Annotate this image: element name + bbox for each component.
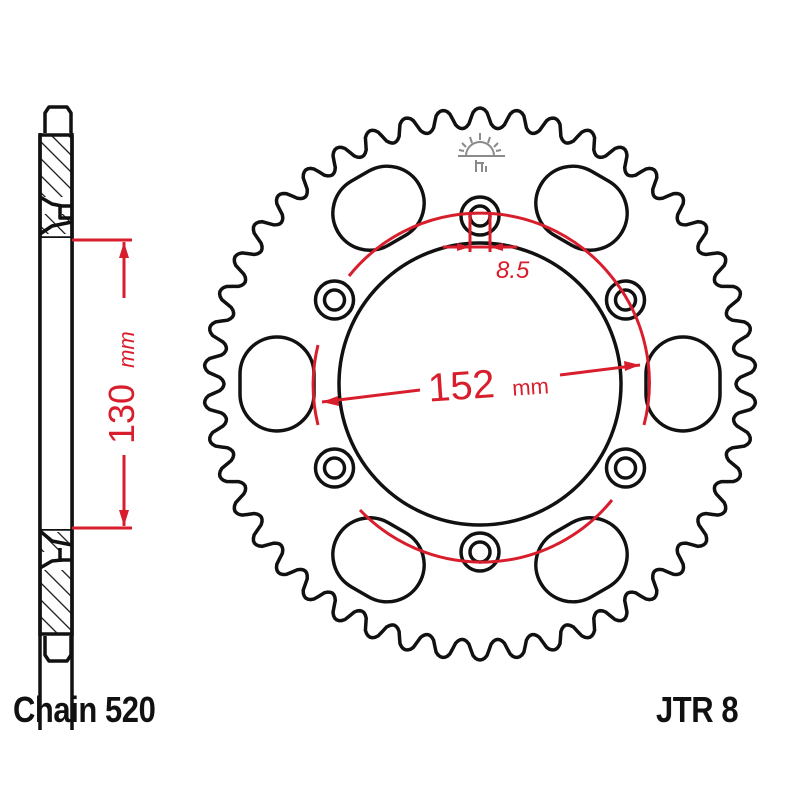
bolt-hole [322, 288, 347, 312]
lightening-slot [238, 335, 316, 433]
bolt-hole-dimension: 8.5 [443, 214, 530, 284]
hub-width-value: 130 mm [101, 331, 142, 444]
bolt-hole [468, 540, 492, 564]
lightening-slot [331, 164, 426, 252]
lightening-slot [534, 164, 629, 252]
bolt-hole [468, 204, 492, 228]
bolt-circle-dimension: 152 mm [311, 211, 651, 564]
sunrise-logo-icon [458, 133, 505, 172]
bolt-hole [613, 456, 638, 480]
lightening-slot [534, 516, 629, 604]
lightening-slot [644, 335, 722, 433]
bolt-hole [613, 288, 638, 312]
part-number-label: JTR 8 [656, 689, 739, 730]
bolt-hole [604, 447, 647, 489]
bolt-hole [459, 531, 501, 573]
hub-width-dimension: 130 mm [72, 238, 142, 530]
bolt-circle-value: 152 mm [427, 358, 550, 410]
bolt-hole [459, 195, 501, 237]
sprocket-teeth-outline [202, 106, 758, 662]
profile-top-tip [43, 105, 73, 133]
chain-size-label: Chain 520 [13, 689, 156, 730]
bolt-hole [322, 456, 347, 480]
lightening-slot [331, 516, 426, 604]
center-bore [337, 241, 623, 527]
side-profile-view [38, 105, 74, 730]
bolt-hole [604, 279, 647, 321]
bolt-hole [313, 279, 356, 321]
bolt-hole-value: 8.5 [496, 257, 530, 284]
profile-bottom-tip [43, 636, 73, 663]
bolt-hole [313, 447, 356, 489]
